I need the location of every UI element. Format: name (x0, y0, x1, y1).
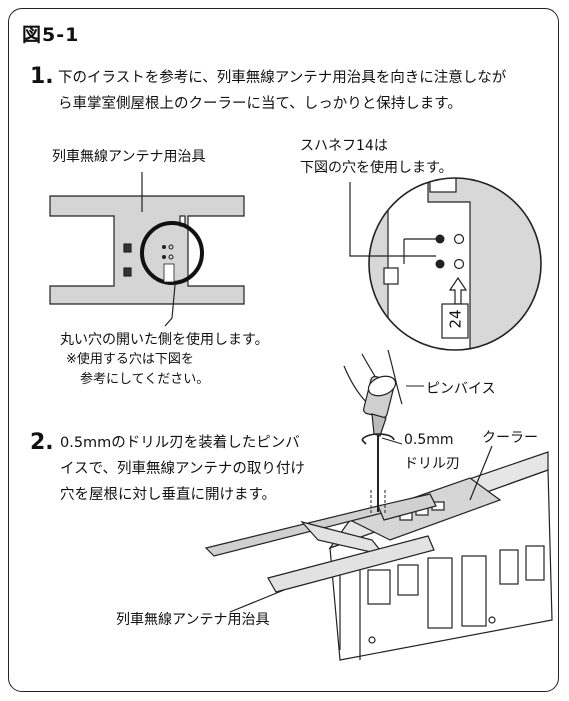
zoom-circle (368, 177, 542, 351)
figure-frame (8, 8, 559, 692)
step2-line1: 0.5mmのドリル刃を装着したピンバ (60, 435, 300, 451)
hole-note: ※使用する穴は下図を 参考にしてください。 (66, 350, 209, 390)
cooler-label: クーラー (482, 430, 538, 446)
drill-leader (381, 437, 403, 445)
step1-line2: ら車掌室側屋根上のクーラーに当て、しっかりと保持します。 (58, 96, 462, 112)
jig-hole-highlight (140, 221, 204, 285)
zoom-label-line1: スハネフ14は (300, 138, 388, 154)
zoom-label-line2: 下図の穴を使用します。 (300, 160, 453, 176)
rotation-arrow (361, 433, 395, 445)
figure-title: 図5-1 (22, 24, 80, 46)
cooler-leader (469, 445, 493, 501)
jig-label-top: 列車無線アンテナ用治具 (52, 149, 206, 165)
jig-bottom-leader (229, 589, 285, 613)
pin-vise-label: ピンバイス (426, 381, 496, 397)
step1-line1: 下のイラストを参考に、列車無線アンテナ用治具を向きに注意しなが (58, 70, 507, 86)
jig-on-roof (204, 493, 437, 593)
drill-size-label: 0.5mm (404, 432, 454, 448)
pin-vise (343, 349, 403, 437)
hole-note-line1: ※使用する穴は下図を (66, 352, 194, 367)
step1-number: 1. (30, 64, 54, 89)
zoom-leader-b (403, 238, 436, 264)
jig-top-view (49, 195, 245, 305)
hole-note-line2: 参考にしてください。 (80, 372, 210, 387)
zoom-number: 24 (446, 309, 465, 329)
hole-label-leader (164, 284, 176, 327)
step2-line3: 穴を屋根に対し垂直に開けます。 (60, 487, 277, 503)
zoom-leader-a (349, 182, 436, 257)
step2-line2: イスで、列車無線アンテナの取り付け (60, 461, 305, 477)
zoom-detail (369, 178, 541, 350)
zoom-label: スハネフ14は 下図の穴を使用します。 (300, 135, 453, 179)
jig-label-bottom: 列車無線アンテナ用治具 (116, 612, 270, 628)
drill-bit-label: ドリル刃 (404, 456, 460, 472)
step2-number: 2. (30, 430, 54, 455)
train-car (328, 451, 553, 661)
hole-label: 丸い穴の開いた側を使用します。 (60, 332, 269, 348)
